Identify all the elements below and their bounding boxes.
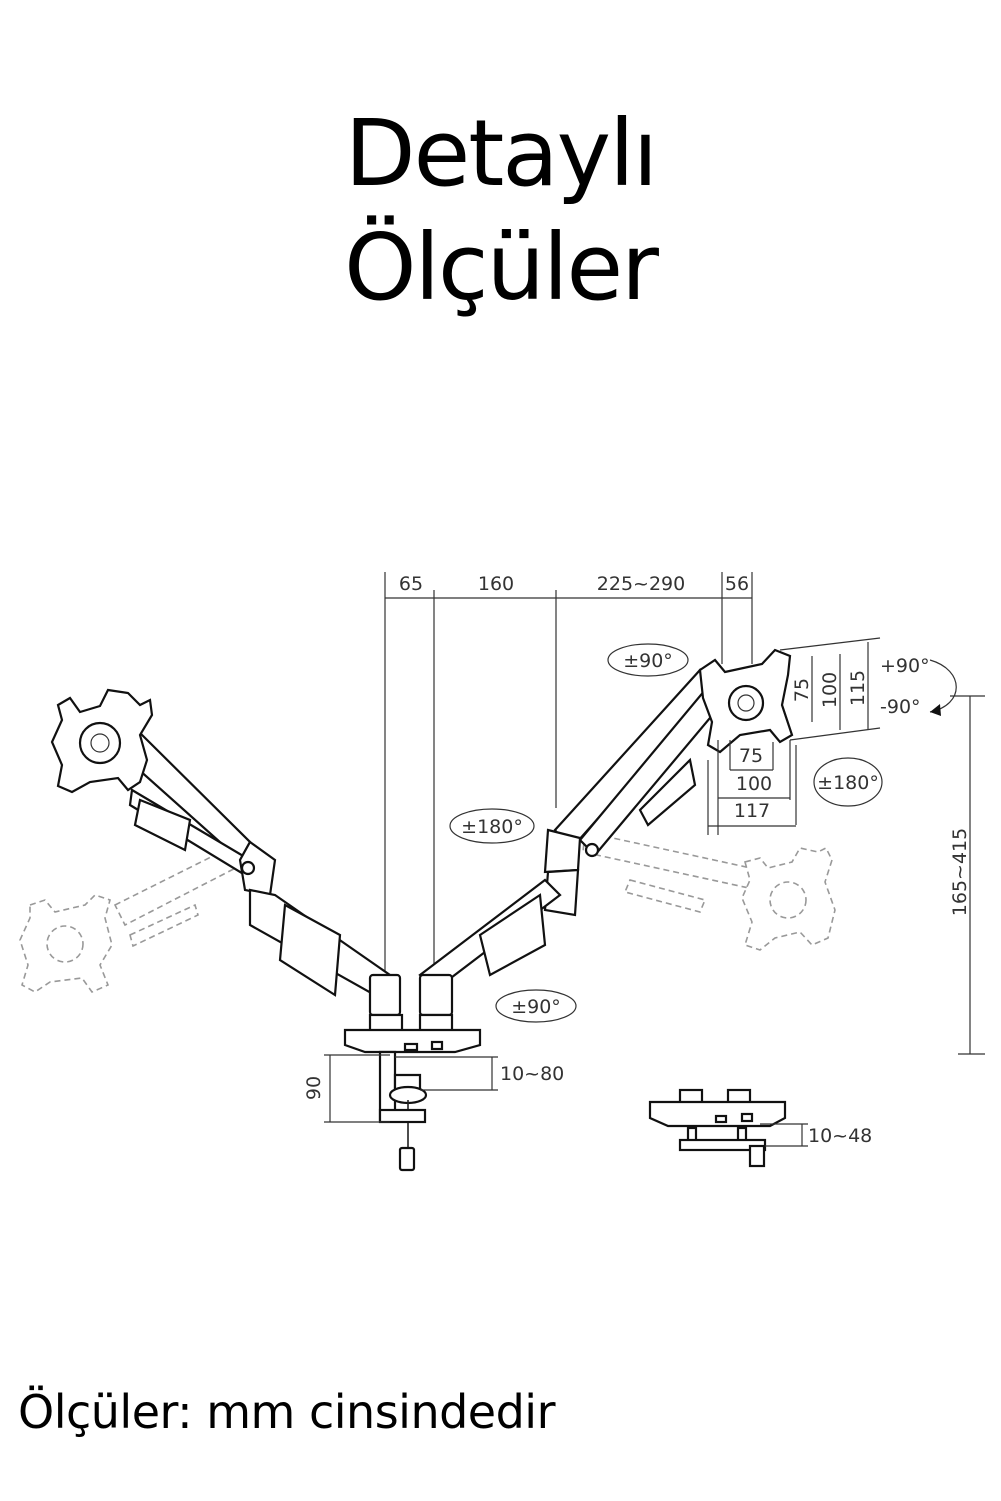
angle-tilt-up: +90° <box>880 655 930 677</box>
right-vesa-plate <box>698 648 794 754</box>
left-vesa-plate <box>50 688 154 794</box>
vesa-horizontal-dims <box>707 740 797 835</box>
rotate-right-indicator: ±180° <box>813 757 883 807</box>
dim-vesa-75-horizontal: 75 <box>739 745 763 767</box>
dim-56: 56 <box>725 573 749 595</box>
dim-65: 65 <box>399 573 423 595</box>
angle-swivel-bottom: ±90° <box>511 996 561 1018</box>
dim-clamp-height: 90 <box>303 1076 325 1100</box>
title-line-1: Detaylı <box>344 100 658 207</box>
dim-vesa-75-vertical: 75 <box>791 678 813 702</box>
dim-grommet-range: 10~48 <box>808 1125 872 1147</box>
height-dimension <box>950 695 985 1055</box>
dim-height-range: 165~415 <box>949 828 971 916</box>
dim-clamp-range: 10~80 <box>500 1063 564 1085</box>
rotate-mid-indicator: ±180° <box>449 808 535 844</box>
base-clamp <box>343 1013 482 1172</box>
clamp-dimensions <box>324 1054 498 1123</box>
ghost-left-arm <box>19 838 257 993</box>
swivel-bottom-indicator: ±90° <box>495 989 577 1023</box>
dim-225-290: 225~290 <box>597 573 685 595</box>
title-line-2: Ölçüler <box>344 214 659 321</box>
left-monitor-arm <box>126 725 402 1017</box>
tilt-arrow-icon <box>929 659 957 713</box>
angle-rotate-right: ±180° <box>817 772 879 794</box>
grommet-base <box>648 1088 787 1168</box>
angle-rotate-mid: ±180° <box>461 816 523 838</box>
ghost-right-arm <box>582 831 836 951</box>
dim-vesa-100-vertical: 100 <box>819 672 841 708</box>
grommet-dimension <box>760 1123 808 1147</box>
top-dimension-lines <box>384 572 753 1000</box>
right-monitor-arm <box>418 668 717 1017</box>
dim-vesa-117-horizontal: 117 <box>734 800 770 822</box>
dim-vesa-115-vertical: 115 <box>847 670 869 706</box>
dim-vesa-100-horizontal: 100 <box>736 773 772 795</box>
angle-swivel-top: ±90° <box>623 650 673 672</box>
tilt-arrowhead-icon <box>930 704 941 716</box>
swivel-top-indicator: ±90° <box>607 643 689 677</box>
units-footnote: Ölçüler: mm cinsindedir <box>18 1385 556 1439</box>
dim-160: 160 <box>478 573 514 595</box>
vesa-vertical-dims <box>779 637 881 741</box>
angle-tilt-down: -90° <box>880 696 921 718</box>
